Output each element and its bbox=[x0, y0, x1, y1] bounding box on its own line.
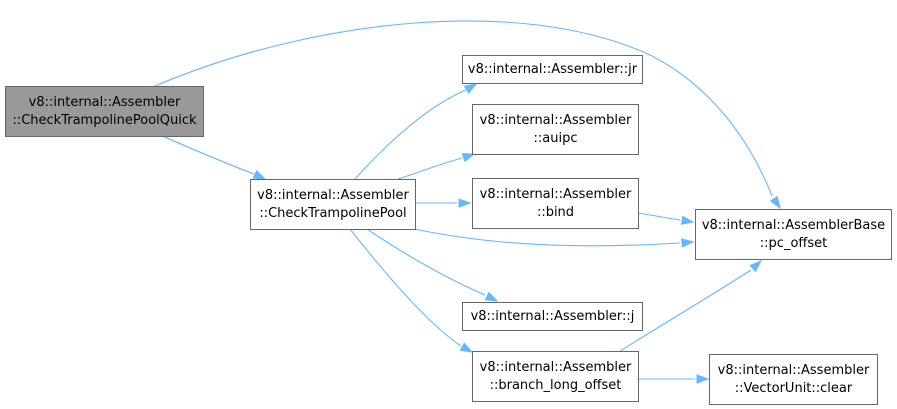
node-root[interactable]: v8::internal::Assembler::CheckTrampoline… bbox=[5, 86, 204, 137]
edge-check_pool-to-pc_offset bbox=[409, 227, 695, 248]
node-label-line: v8::internal::Assembler::j bbox=[471, 309, 635, 324]
node-branch-long-offset[interactable]: v8::internal::Assembler::branch_long_off… bbox=[472, 351, 639, 402]
node-label-line: v8::internal::Assembler bbox=[480, 360, 632, 375]
arrowhead-icon bbox=[463, 83, 478, 94]
node-label-line: ::branch_long_offset bbox=[490, 378, 622, 393]
edge-line bbox=[354, 89, 467, 180]
node-label-line: v8::internal::Assembler bbox=[718, 363, 870, 378]
edge-branch_long_offset-to-pc_offset bbox=[619, 260, 763, 352]
arrowhead-icon bbox=[484, 291, 499, 302]
node-box bbox=[472, 351, 639, 402]
node-label-line: v8::internal::Assembler bbox=[29, 95, 181, 110]
node-box bbox=[695, 209, 892, 260]
node-box bbox=[472, 104, 639, 155]
node-box bbox=[709, 354, 878, 405]
node-label-line: v8::internal::Assembler bbox=[480, 113, 632, 128]
arrowhead-icon bbox=[461, 153, 476, 163]
node-label-line: ::CheckTrampolinePoolQuick bbox=[12, 113, 197, 128]
arrowhead-icon bbox=[681, 238, 695, 248]
edge-check_pool-to-branch_long_offset bbox=[349, 228, 474, 353]
arrowhead-icon bbox=[696, 374, 710, 384]
edge-check_pool-to-auipc bbox=[397, 153, 476, 180]
node-label-line: v8::internal::Assembler::jr bbox=[468, 62, 638, 77]
node-label-line: ::bind bbox=[537, 205, 574, 220]
node-vector-clear[interactable]: v8::internal::Assembler::VectorUnit::cle… bbox=[709, 354, 878, 405]
edge-line bbox=[366, 228, 486, 296]
node-label-line: ::auipc bbox=[534, 131, 578, 146]
node-label-line: v8::internal::Assembler bbox=[257, 188, 409, 203]
node-auipc[interactable]: v8::internal::Assembler::auipc bbox=[472, 104, 639, 155]
edge-bind-to-pc_offset bbox=[637, 212, 695, 225]
arrowhead-icon bbox=[769, 195, 781, 210]
edge-check_pool-to-jr bbox=[354, 83, 478, 180]
graph-nodes: v8::internal::Assembler::CheckTrampoline… bbox=[5, 55, 892, 405]
node-label-line: v8::internal::AssemblerBase bbox=[702, 218, 885, 233]
node-box bbox=[462, 55, 643, 84]
node-label-line: v8::internal::Assembler bbox=[480, 187, 632, 202]
arrowhead-icon bbox=[252, 169, 267, 180]
edge-branch_long_offset-to-vector_clear bbox=[637, 374, 710, 384]
edge-line bbox=[154, 20, 773, 197]
node-box bbox=[472, 178, 639, 229]
arrowhead-icon bbox=[680, 215, 695, 225]
edge-root-to-pc_offset bbox=[154, 20, 781, 210]
node-box bbox=[250, 179, 416, 230]
node-box bbox=[5, 86, 204, 137]
arrowhead-icon bbox=[749, 260, 763, 273]
edge-line bbox=[397, 157, 463, 180]
node-label-line: ::CheckTrampolinePool bbox=[259, 206, 406, 221]
node-jr[interactable]: v8::internal::Assembler::jr bbox=[462, 55, 643, 84]
node-pc-offset[interactable]: v8::internal::AssemblerBase::pc_offset bbox=[695, 209, 892, 260]
node-box bbox=[462, 302, 643, 331]
graph-edges bbox=[154, 20, 781, 384]
arrowhead-icon bbox=[459, 342, 474, 353]
edge-check_pool-to-j bbox=[366, 228, 499, 302]
edge-root-to-check_pool bbox=[159, 134, 267, 180]
edge-line bbox=[349, 228, 462, 347]
edge-line bbox=[619, 269, 752, 352]
edge-line bbox=[159, 134, 255, 175]
node-label-line: ::VectorUnit::clear bbox=[735, 381, 853, 396]
node-j[interactable]: v8::internal::Assembler::j bbox=[462, 302, 643, 331]
node-label-line: ::pc_offset bbox=[760, 236, 827, 251]
node-check-pool[interactable]: v8::internal::Assembler::CheckTrampoline… bbox=[250, 179, 416, 230]
node-bind[interactable]: v8::internal::Assembler::bind bbox=[472, 178, 639, 229]
edge-line bbox=[409, 227, 681, 247]
edge-line bbox=[637, 212, 681, 221]
edge-check_pool-to-bind bbox=[415, 198, 472, 208]
arrowhead-icon bbox=[458, 198, 472, 208]
